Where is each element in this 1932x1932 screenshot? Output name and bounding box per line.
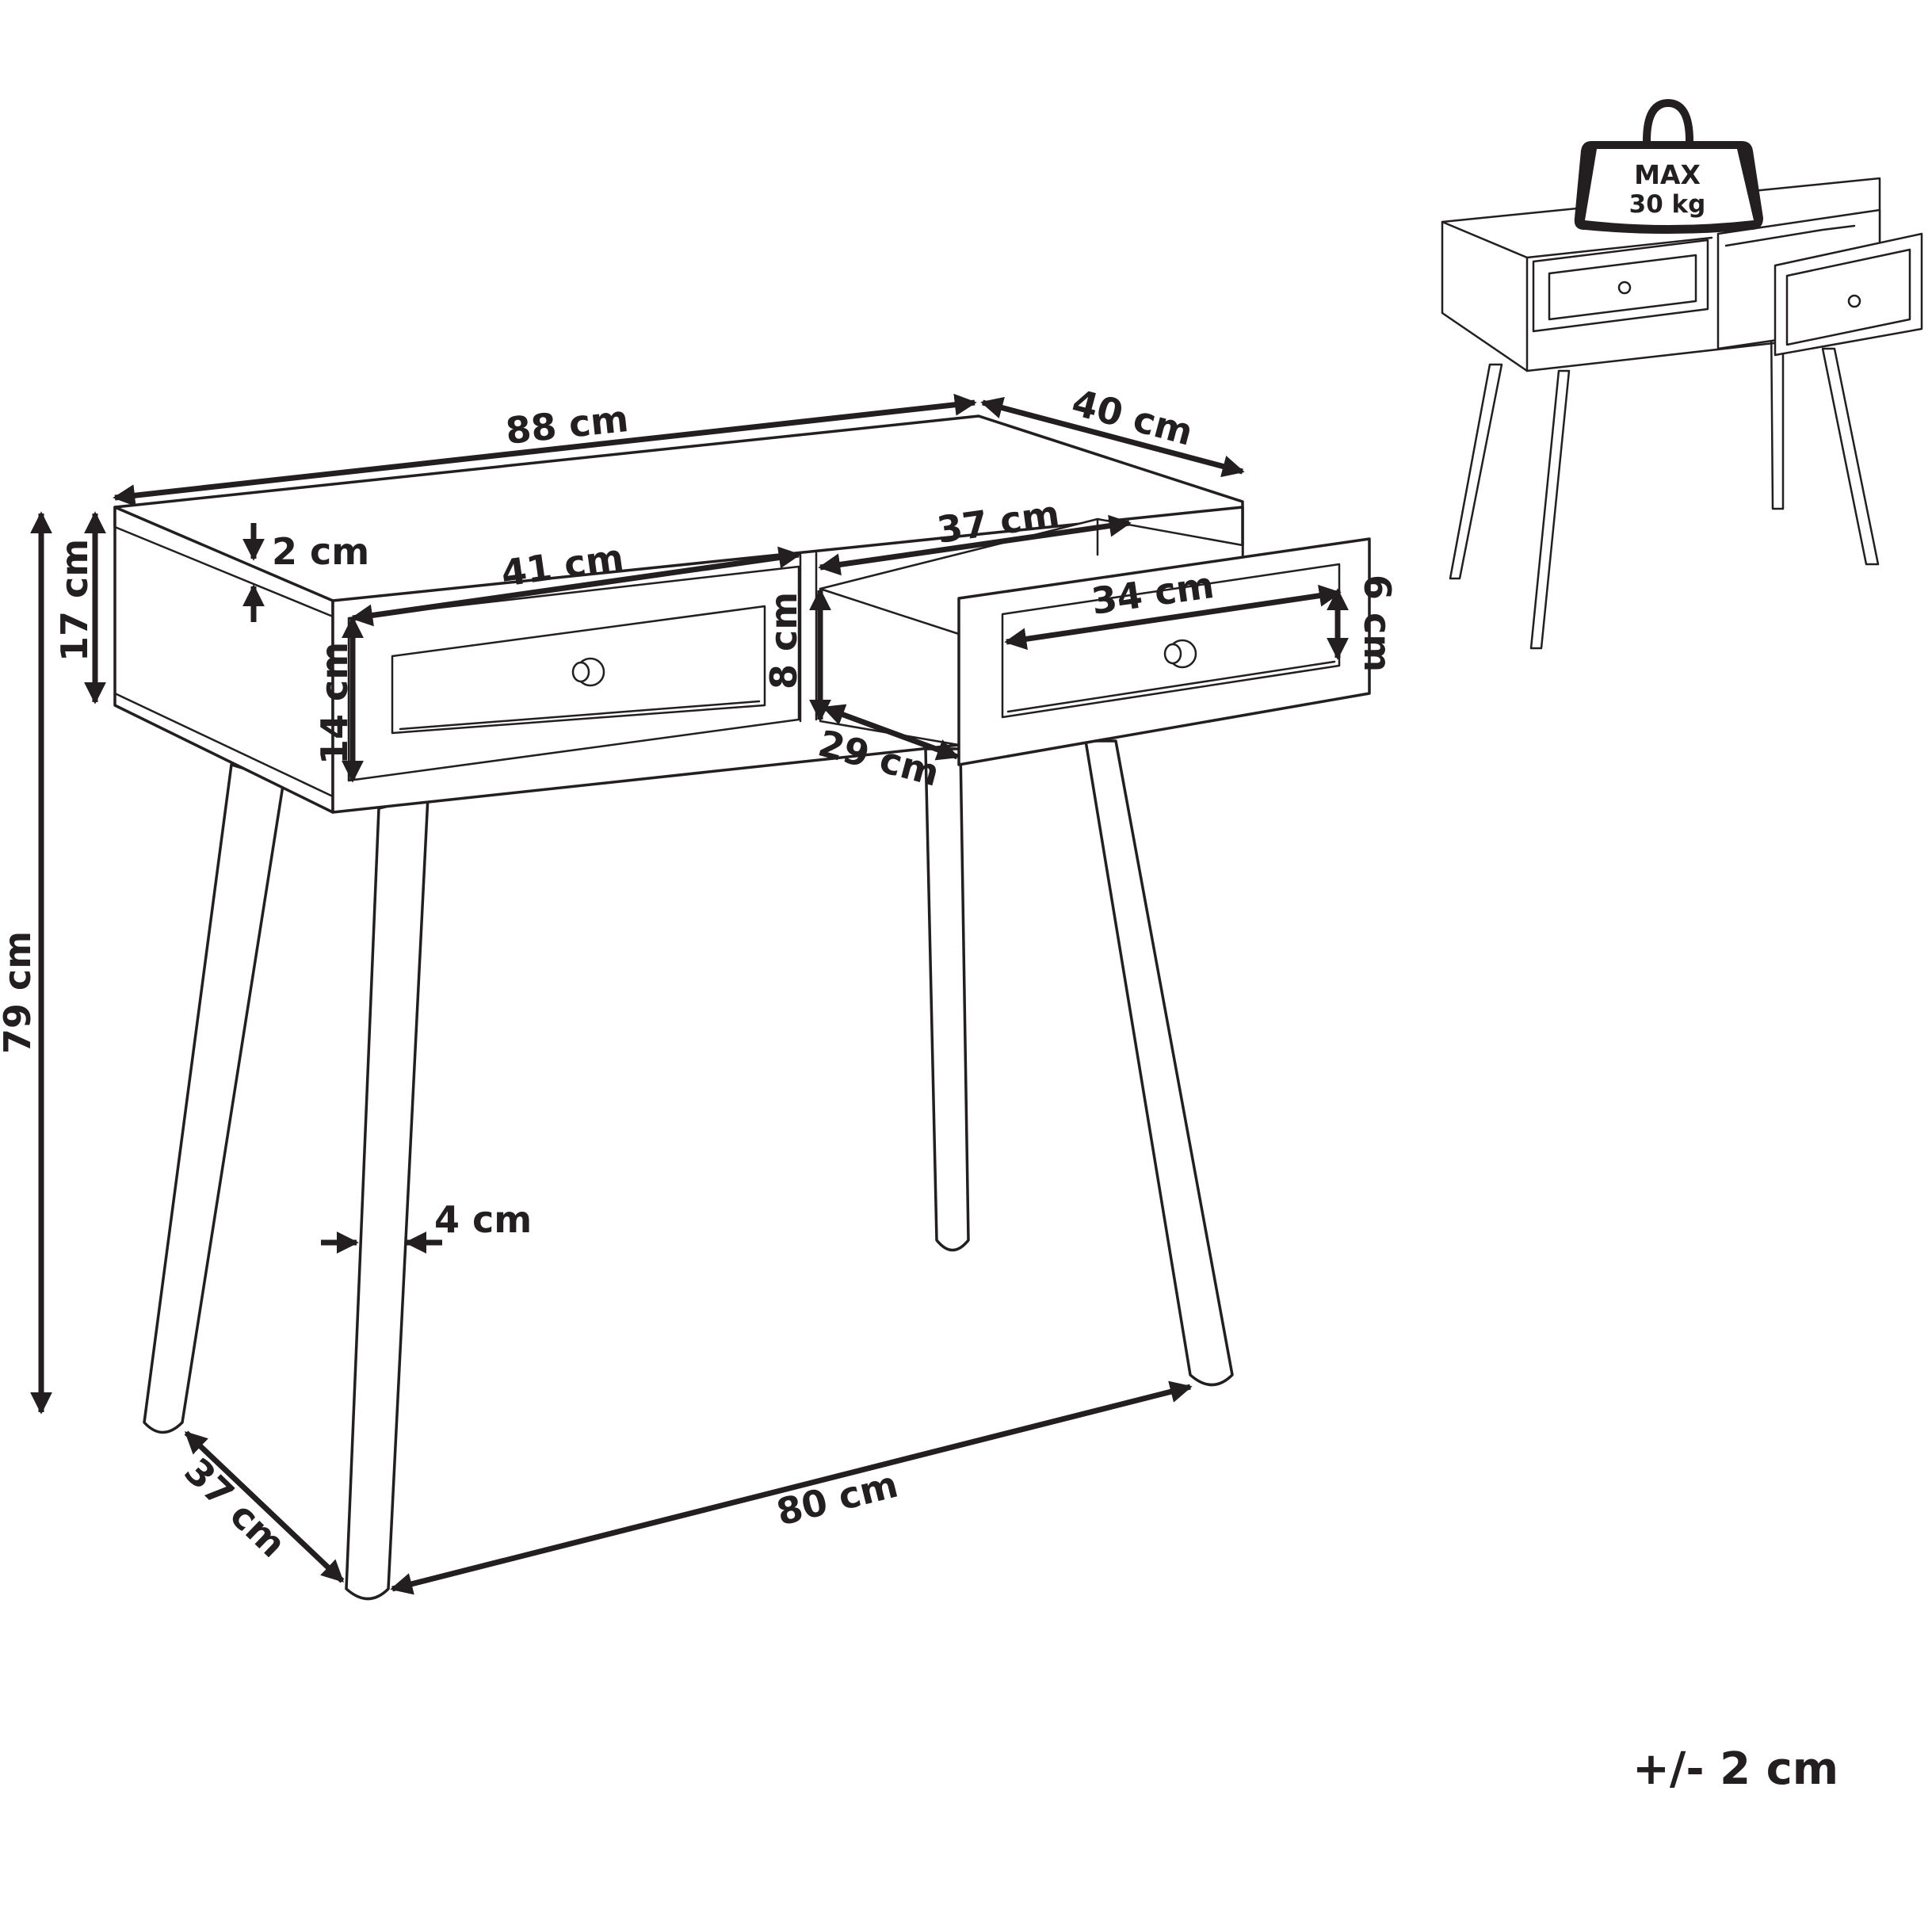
- kettlebell-weight-icon: MAX 30 kg: [1574, 99, 1763, 234]
- label-drawer-14: 14 cm: [313, 642, 356, 765]
- label-apron-17: 17 cm: [53, 539, 96, 662]
- label-drawer-6: 6 cm: [1356, 575, 1399, 672]
- load-weight-text: 30 kg: [1629, 190, 1706, 219]
- arrow-drawer-41: [350, 546, 801, 627]
- arrow-drawer-37: [818, 514, 1132, 576]
- label-leg-4: 4 cm: [434, 1198, 532, 1241]
- load-max-text: MAX: [1634, 159, 1701, 190]
- front-right-leg: [345, 795, 430, 1601]
- arrow-width-88: [113, 393, 977, 507]
- label-span-80: 80 cm: [773, 1463, 903, 1534]
- arrow-drawer-34: [1004, 584, 1342, 651]
- front-left-leg: [143, 763, 285, 1434]
- label-top-2: 2 cm: [272, 530, 369, 573]
- arrow-drawer-29: [822, 704, 960, 761]
- arrow-span-80: [390, 1380, 1193, 1595]
- arrow-depth-40: [980, 396, 1245, 478]
- dimension-arrows: [30, 393, 1349, 1595]
- back-left-leg: [924, 747, 970, 1252]
- right-drawer-knob: [1163, 639, 1197, 669]
- left-drawer-knob: [571, 657, 605, 687]
- back-right-leg: [1084, 739, 1234, 1387]
- tolerance-note: +/- 2 cm: [1632, 1743, 1839, 1795]
- load-thumbnail: MAX 30 kg: [1441, 99, 1923, 650]
- arrow-span-37: [184, 1430, 345, 1583]
- label-drawer-8: 8 cm: [762, 592, 805, 689]
- label-span-37: 37 cm: [176, 1449, 294, 1566]
- label-height-79: 79 cm: [0, 931, 39, 1054]
